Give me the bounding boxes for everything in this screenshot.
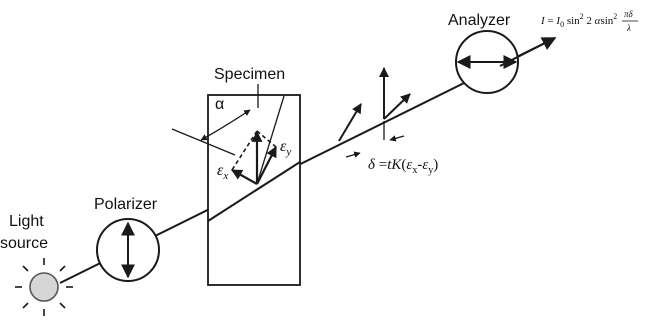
specimen-box [207,94,301,286]
analyzer-icon [455,30,519,94]
alpha-label: α [215,96,224,113]
light-source-label-line2: source [0,235,48,252]
retardation-formula: δ =tK(εx-εy) [368,157,438,176]
light-source-label-line1: Light [9,213,44,230]
polarizer-icon [96,218,160,282]
retarded-wave-components [338,67,411,142]
light-source-icon [15,258,73,316]
epsilon-y-label: εy [280,138,291,158]
specimen-label: Specimen [214,66,285,83]
ray-inside-specimen [207,161,301,222]
analyzer-label: Analyzer [448,12,511,29]
intensity-fraction-numerator: πδ [624,9,634,19]
polarizer-label: Polarizer [94,196,158,213]
intensity-fraction-denominator: λ [626,23,631,33]
stress-axes [171,84,285,185]
intensity-formula: I = I0 sin2 2 αsin2 [540,12,617,29]
epsilon-x-label: εx [217,162,228,182]
retardation-dimension [345,135,405,158]
ray-after-analyzer [499,37,557,67]
